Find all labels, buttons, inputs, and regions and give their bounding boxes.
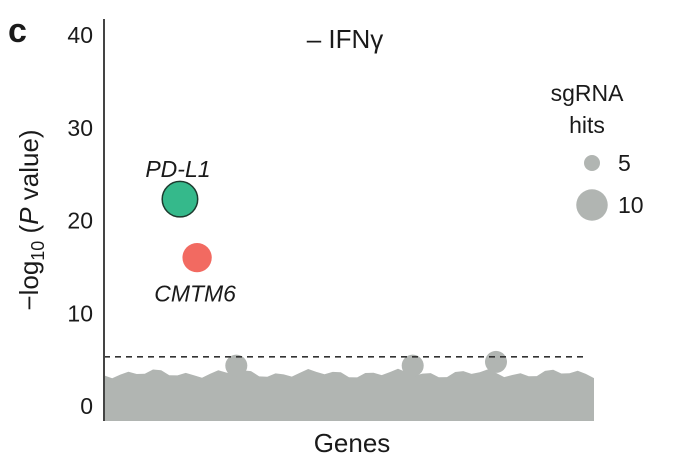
legend-size-label: 10 [618,192,644,218]
hit-label-cmtm6: CMTM6 [154,281,236,307]
chart-title: – IFNγ [307,24,384,54]
background-mass [104,368,594,421]
hit-point-cmtm6 [182,242,212,273]
legend-size-label: 5 [618,150,631,176]
y-tick-label: 10 [67,300,93,326]
legend-size-swatch [584,155,600,171]
y-tick-label: 40 [67,22,93,48]
y-tick-label: 20 [67,208,93,234]
x-axis-label: Genes [314,428,391,458]
legend-size-swatch [576,189,608,221]
background-gene-point [401,354,424,377]
background-gene-point [485,350,507,373]
y-axis-label: −log10 (P value) [14,129,48,310]
hit-label-pd-l1: PD-L1 [145,156,210,182]
y-tick-label: 0 [80,393,93,419]
legend-title-line2: hits [569,112,605,138]
panel-label: c [8,12,27,50]
legend-title: sgRNA [551,80,625,106]
background-gene-point [225,354,248,377]
hit-point-pd-l1 [161,180,199,218]
background-genes [104,350,594,421]
size-legend: sgRNA hits 5 10 [551,80,644,221]
y-tick-label: 30 [67,115,93,141]
y-axis-ticks: 0 10 20 30 40 [67,22,93,419]
